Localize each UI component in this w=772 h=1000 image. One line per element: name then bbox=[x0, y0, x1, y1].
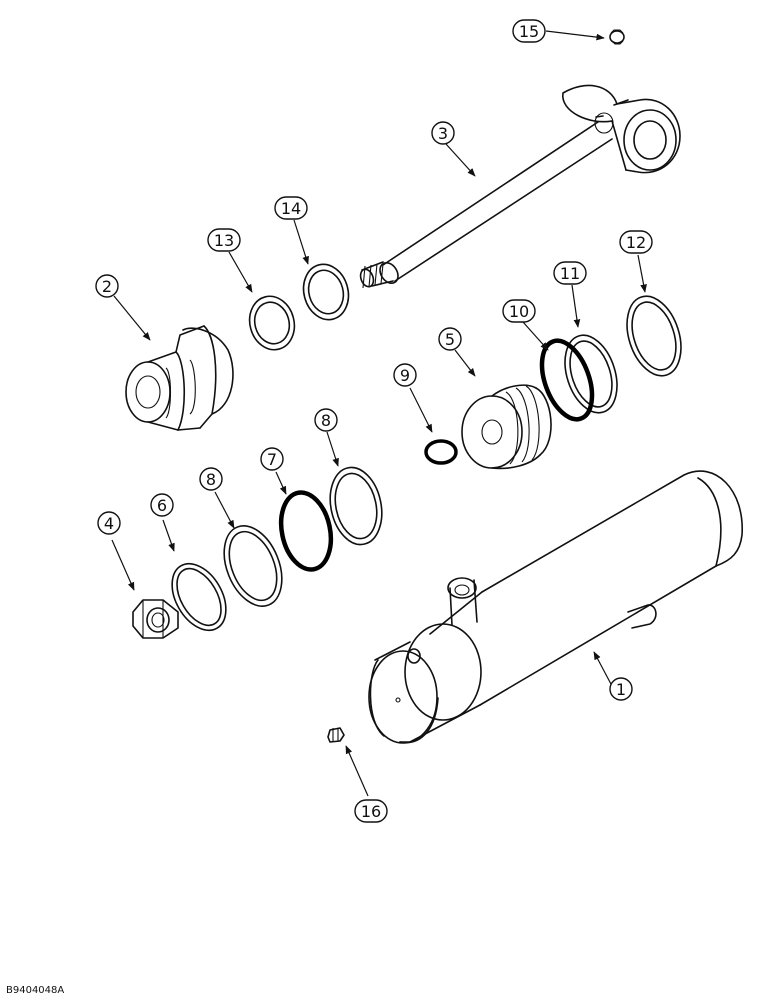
backup-ring-part-8-upper bbox=[329, 466, 383, 546]
callout-label: 8 bbox=[321, 411, 331, 430]
callout-bubble-outline bbox=[619, 230, 653, 254]
callout-6: 6 bbox=[150, 493, 174, 517]
leader-1 bbox=[593, 651, 613, 687]
callout-bubble-outline bbox=[199, 467, 223, 491]
leader-7 bbox=[275, 471, 287, 495]
leader-14 bbox=[293, 219, 309, 265]
callout-4: 4 bbox=[97, 511, 121, 535]
callout-2: 2 bbox=[95, 274, 119, 298]
leader-2 bbox=[113, 295, 151, 341]
nut-part-4 bbox=[132, 599, 179, 639]
leader-13 bbox=[228, 251, 253, 293]
leader-5 bbox=[454, 349, 476, 377]
leader-6 bbox=[162, 519, 175, 552]
callout-bubble-outline bbox=[95, 274, 119, 298]
leader-lines bbox=[111, 30, 647, 797]
cylinder-barrel-part-1 bbox=[368, 470, 743, 744]
callout-label: 4 bbox=[104, 514, 114, 533]
callout-bubble-outline bbox=[260, 447, 284, 471]
callout-14: 14 bbox=[274, 196, 308, 220]
callout-bubble-outline bbox=[314, 408, 338, 432]
callout-bubble-outline bbox=[354, 799, 388, 823]
leader-15 bbox=[545, 30, 605, 41]
wear-ring-part-6 bbox=[171, 562, 227, 632]
wear-ring-part-13 bbox=[248, 295, 296, 351]
leader-9 bbox=[409, 387, 433, 433]
callout-10: 10 bbox=[502, 299, 536, 323]
callout-label: 16 bbox=[361, 802, 381, 821]
callout-15: 15 bbox=[512, 19, 546, 43]
callout-label: 15 bbox=[519, 22, 539, 41]
piston-rod-part-3 bbox=[359, 84, 681, 289]
leader-4 bbox=[111, 539, 135, 591]
wear-ring-part-11 bbox=[564, 334, 618, 414]
callout-7: 7 bbox=[260, 447, 284, 471]
callout-11: 11 bbox=[553, 261, 587, 285]
figure-id: B9404048A bbox=[6, 985, 64, 996]
callout-label: 7 bbox=[267, 450, 277, 469]
callout-5: 5 bbox=[438, 327, 462, 351]
callout-label: 14 bbox=[281, 199, 301, 218]
callout-bubble-outline bbox=[393, 363, 417, 387]
gland-part-2 bbox=[125, 325, 234, 431]
callout-bubble-outline bbox=[431, 121, 455, 145]
callout-9: 9 bbox=[393, 363, 417, 387]
callout-label: 1 bbox=[616, 680, 626, 699]
backup-ring-part-8-lower bbox=[223, 525, 283, 607]
leader-8b bbox=[214, 491, 235, 529]
piston-part-5 bbox=[461, 384, 552, 470]
callout-label: 8 bbox=[206, 470, 216, 489]
leader-11 bbox=[571, 284, 581, 328]
callout-bubble-outline bbox=[553, 261, 587, 285]
callout-1: 1 bbox=[609, 677, 633, 701]
callout-label: 6 bbox=[157, 496, 167, 515]
o-ring-part-7 bbox=[278, 490, 334, 572]
leader-10 bbox=[522, 321, 549, 351]
callout-13: 13 bbox=[207, 228, 241, 252]
callout-label: 13 bbox=[214, 231, 234, 250]
callout-16: 16 bbox=[354, 799, 388, 823]
o-ring-part-9 bbox=[424, 439, 458, 465]
callout-label: 2 bbox=[102, 277, 112, 296]
callout-label: 3 bbox=[438, 124, 448, 143]
wear-ring-part-14 bbox=[302, 263, 350, 321]
callout-label: 9 bbox=[400, 366, 410, 385]
callout-bubble-outline bbox=[97, 511, 121, 535]
callout-label: 5 bbox=[445, 330, 455, 349]
leader-16 bbox=[345, 745, 369, 797]
wear-ring-part-12 bbox=[626, 295, 682, 377]
fitting-part-15 bbox=[609, 29, 625, 45]
callout-label: 12 bbox=[626, 233, 646, 252]
callout-bubble-outline bbox=[609, 677, 633, 701]
callout-8a: 8 bbox=[314, 408, 338, 432]
callout-12: 12 bbox=[619, 230, 653, 254]
callout-bubble-outline bbox=[512, 19, 546, 43]
fitting-part-16 bbox=[327, 727, 345, 743]
leader-12 bbox=[637, 254, 647, 293]
callout-label: 10 bbox=[509, 302, 529, 321]
leader-3 bbox=[445, 143, 476, 177]
o-ring-part-10 bbox=[539, 338, 595, 422]
callout-bubble-outline bbox=[502, 299, 536, 323]
callout-bubble-outline bbox=[274, 196, 308, 220]
leader-8a bbox=[326, 431, 339, 467]
callout-8b: 8 bbox=[199, 467, 223, 491]
callout-label: 11 bbox=[560, 264, 580, 283]
callout-bubble-outline bbox=[207, 228, 241, 252]
callout-bubble-outline bbox=[438, 327, 462, 351]
callout-bubble-outline bbox=[150, 493, 174, 517]
callout-3: 3 bbox=[431, 121, 455, 145]
